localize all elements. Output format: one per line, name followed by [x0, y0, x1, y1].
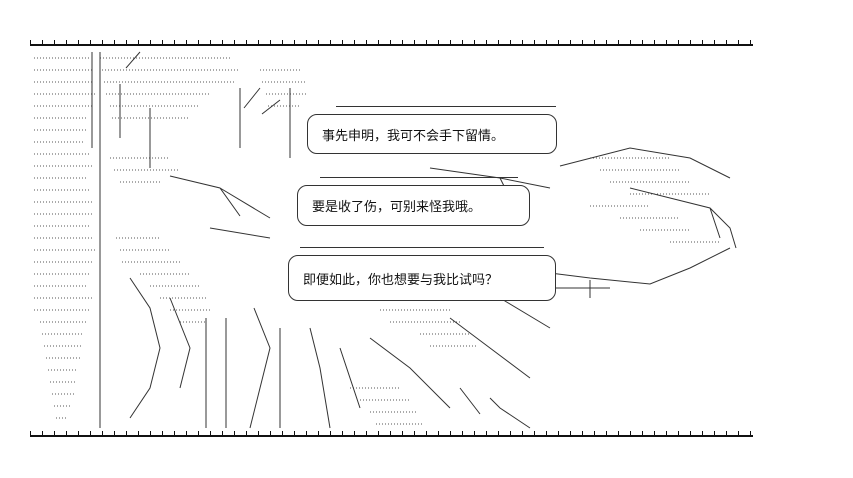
speech-bubble-2: 要是收了伤，可别来怪我哦。 — [297, 185, 530, 226]
ascii-art-figure — [30, 48, 753, 431]
speech-text-3: 即便如此，你也想要与我比试吗？ — [303, 272, 499, 288]
bottom-border-ticks — [30, 431, 753, 437]
ascii-art-drawing — [34, 51, 737, 429]
top-border-ticks — [30, 40, 753, 46]
speech-bubble-1: 事先申明，我可不会手下留情。 — [307, 114, 557, 154]
speech-bubble-top-edge — [336, 106, 556, 107]
speech-text-1: 事先申明，我可不会手下留情。 — [322, 128, 505, 144]
bottom-border-line — [30, 435, 753, 437]
speech-bubble-3: 即便如此，你也想要与我比试吗？ — [288, 255, 556, 301]
top-border-line — [30, 44, 753, 46]
speech-bubble-top-edge — [300, 247, 544, 248]
speech-bubble-top-edge — [320, 177, 518, 178]
speech-text-2: 要是收了伤，可别来怪我哦。 — [312, 200, 482, 215]
